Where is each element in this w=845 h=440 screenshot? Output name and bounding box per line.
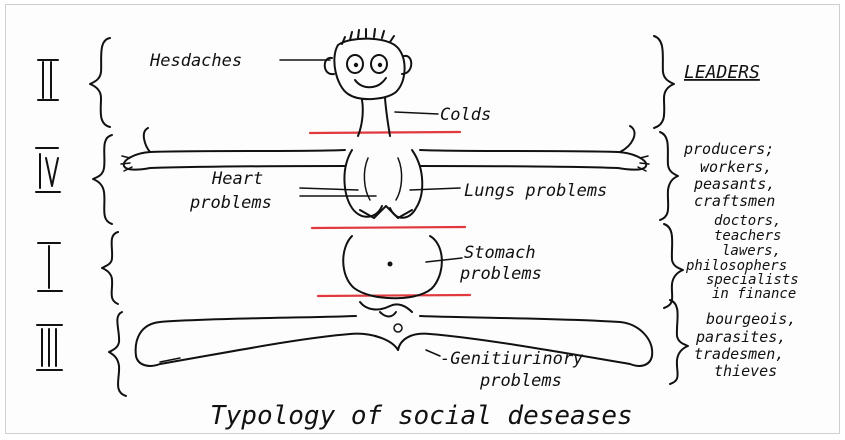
label-genito-line2: problems xyxy=(479,371,562,391)
roman-numeral-level-ii xyxy=(38,60,58,100)
label-headaches: Hesdaches xyxy=(149,51,242,71)
figure-stomach xyxy=(343,236,442,298)
divider-line-1 xyxy=(310,132,460,133)
group-specialists-line3: lawers, xyxy=(722,243,781,259)
group-producers-line1: producers; xyxy=(683,140,774,158)
group-bourgeois-line1: bourgeois, xyxy=(706,310,796,328)
group-specialists-line1: doctors, xyxy=(714,213,781,229)
label-heart-line1: Heart xyxy=(211,169,263,189)
group-bourgeois-line4: thieves xyxy=(714,362,777,380)
group-bourgeois-line2: parasites, xyxy=(695,328,786,346)
right-brace-iii xyxy=(670,300,688,384)
label-genito-line1: -Genitiurinory xyxy=(440,349,584,369)
divider-line-2 xyxy=(312,227,465,228)
right-brace-iv xyxy=(660,132,678,220)
label-colds: Colds xyxy=(440,105,491,125)
left-brace-group xyxy=(90,38,126,396)
right-brace-group xyxy=(654,36,688,384)
label-stomach-line1: Stomach xyxy=(464,243,536,263)
right-brace-ii xyxy=(654,36,674,128)
group-specialists-line2: teachers xyxy=(714,228,781,244)
roman-numeral-level-iii xyxy=(37,325,62,370)
left-brace-ii xyxy=(90,38,110,127)
left-brace-i xyxy=(102,232,118,304)
left-brace-iv xyxy=(93,135,112,224)
group-leaders: LEADERS xyxy=(684,62,760,83)
right-brace-i xyxy=(664,224,683,308)
label-stomach-line2: problems xyxy=(459,264,542,284)
group-bourgeois-line3: tradesmen, xyxy=(694,345,784,363)
roman-numeral-level-i xyxy=(38,243,62,291)
figure-head xyxy=(325,29,412,136)
group-producers-line2: workers, xyxy=(700,158,772,176)
group-producers-line4: craftsmen xyxy=(694,192,775,210)
diagram-title: Typology of social deseases xyxy=(210,401,633,431)
group-producers-line3: peasants, xyxy=(693,175,775,193)
divider-line-3 xyxy=(318,295,470,296)
label-lungs: Lungs problems xyxy=(464,181,607,201)
group-specialists-line6: in finance xyxy=(712,286,796,302)
roman-numeral-level-iv xyxy=(36,148,60,192)
label-heart-line2: problems xyxy=(189,193,272,213)
left-brace-iii xyxy=(109,312,126,396)
